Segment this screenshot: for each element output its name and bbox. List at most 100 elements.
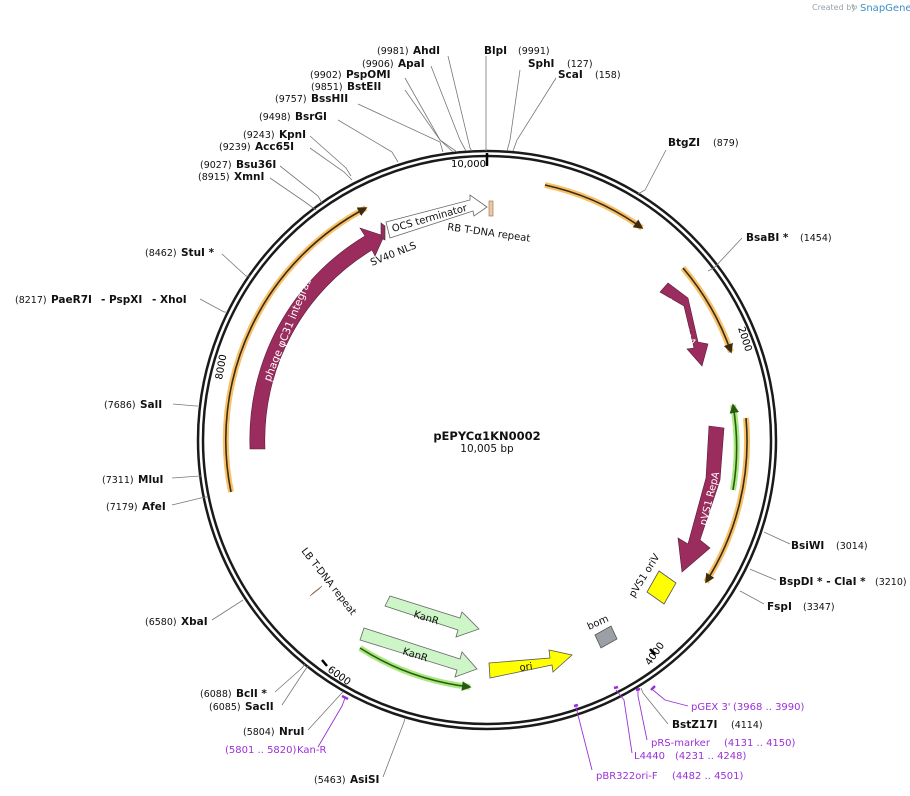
center-label: pEPYCα1KN0002 10,005 bp (433, 429, 540, 455)
leader-line (309, 135, 352, 177)
enzyme-label-fspi[interactable]: FspI (767, 601, 792, 613)
feature-ori[interactable] (488, 649, 573, 679)
enzyme-position: (9906) (362, 59, 394, 70)
feature-label-lb: LB T-DNA repeat (299, 546, 358, 618)
leader-line (404, 77, 458, 153)
primer-labels: (5801 .. 5820) Kan-R pGEX 3' (3968 .. 39… (225, 702, 805, 782)
enzyme-label-bsrgi[interactable]: BsrGI (295, 111, 327, 123)
enzyme-label-sali[interactable]: SalI (140, 399, 162, 411)
primer-range: (3968 .. 3990) (733, 702, 805, 713)
enzyme-position: (4114) (731, 720, 763, 731)
enzyme-position: (9757) (275, 94, 307, 105)
enzyme-lines (171, 55, 791, 778)
primer-mark (613, 685, 619, 690)
feature-label-rb: RB T-DNA repeat (447, 222, 531, 245)
enzyme-label-bcli[interactable]: BclI * (236, 688, 267, 700)
snapgene-logo-icon: ↻ (851, 3, 858, 12)
primer-label-prs-marker[interactable]: pRS-marker (651, 738, 711, 749)
enzyme-position: (9851) (311, 82, 343, 93)
primer-mark (341, 694, 349, 701)
leader-line (221, 253, 250, 277)
primer-line (575, 706, 593, 771)
tick-label: 10,000 (451, 159, 486, 170)
enzyme-label-bsiwi[interactable]: BsiWI (791, 540, 824, 552)
orf-arc-green-line (359, 647, 472, 691)
orf-arc-green-line (729, 403, 740, 491)
leader-line (512, 77, 557, 152)
orf-arc (544, 182, 644, 231)
enzyme-label-pspomi[interactable]: PspOMI (346, 69, 391, 81)
enzyme-label-bspdi-clai[interactable]: BspDI * - ClaI * (779, 576, 866, 588)
leader-line (637, 149, 667, 195)
primer-lines (317, 685, 689, 771)
enzyme-position: (9027) (200, 160, 232, 171)
enzyme-label-xmni[interactable]: XmnI (234, 171, 264, 183)
feature-pvs1-repa[interactable] (677, 425, 725, 573)
primer-mark (650, 685, 656, 691)
enzyme-label-asisi[interactable]: AsiSI (350, 774, 379, 786)
primer-label-pbr322ori-f[interactable]: pBR322ori-F (596, 771, 658, 782)
enzyme-label-bsabi[interactable]: BsaBI * (746, 232, 789, 244)
plasmid-name: pEPYCα1KN0002 (433, 429, 540, 443)
leader-line (382, 717, 406, 778)
enzyme-label-nrui[interactable]: NruI (279, 726, 304, 738)
enzyme-position: (1454) (800, 233, 832, 244)
leader-line (640, 687, 669, 725)
enzyme-label-paer7i[interactable]: PaeR7I (51, 294, 92, 306)
enzyme-label-btgzi[interactable]: BtgZI (668, 137, 700, 149)
enzyme-position: (7311) (102, 475, 134, 486)
enzyme-label-bstz17i[interactable]: BstZ17I (672, 719, 717, 731)
enzyme-position: (3347) (803, 602, 835, 613)
feature-pvs1-oriv[interactable] (646, 570, 677, 605)
feature-rb-repeat[interactable] (488, 200, 494, 217)
enzyme-label-bsu36i[interactable]: Bsu36I (236, 159, 276, 171)
enzyme-label-acc65i[interactable]: Acc65I (255, 141, 294, 153)
feature-bom[interactable] (594, 625, 618, 649)
feature-pvs1-staa[interactable] (659, 282, 709, 367)
feature-lb-repeat[interactable] (309, 585, 323, 597)
feature-sv40-nls[interactable] (380, 222, 386, 241)
enzyme-label-blpi[interactable]: BlpI (484, 45, 507, 57)
primer-line (317, 697, 346, 748)
primer-label-kan-r[interactable]: Kan-R (297, 745, 326, 756)
primer-label-pgex3[interactable]: pGEX 3' (691, 702, 731, 713)
tick-label: 8000 (214, 354, 229, 381)
enzyme-label-apai[interactable]: ApaI (398, 58, 425, 70)
enzyme-label-mlui[interactable]: MluI (138, 474, 163, 486)
enzyme-label-bsshii[interactable]: BssHII (311, 93, 348, 105)
enzyme-label-afei[interactable]: AfeI (142, 501, 166, 513)
enzyme-label-pspxi[interactable]: - PspXI (101, 294, 142, 306)
feature-kanr[interactable] (359, 627, 478, 678)
leader-line (357, 103, 444, 153)
leader-line (171, 475, 202, 479)
enzyme-position: (3014) (836, 541, 868, 552)
enzyme-position: (8915) (198, 172, 230, 183)
feature-kanr[interactable] (384, 595, 480, 638)
enzyme-position: (9991) (518, 46, 550, 57)
enzyme-label-scai[interactable]: ScaI (558, 69, 583, 81)
primer-line (652, 689, 689, 707)
leader-line (309, 147, 353, 181)
enzyme-position: (9243) (243, 130, 275, 141)
leader-line (749, 568, 777, 581)
enzyme-label-ahdi[interactable]: AhdI (413, 45, 440, 57)
enzyme-label-xbai[interactable]: XbaI (181, 616, 208, 628)
enzyme-label-kpni[interactable]: KpnI (279, 129, 306, 141)
leader-line (739, 590, 765, 605)
enzyme-label-sacii[interactable]: SacII (245, 701, 274, 713)
primer-label-l4440[interactable]: L4440 (634, 751, 665, 762)
credit-brand: SnapGene (860, 3, 910, 14)
leader-line (307, 691, 344, 731)
enzyme-label-xhoi[interactable]: - XhoI (152, 294, 187, 306)
enzyme-label-bsteii[interactable]: BstEII (347, 81, 381, 93)
leader-line (337, 119, 399, 163)
orf-arc-line (682, 267, 733, 354)
enzyme-label-sphi[interactable]: SphI (528, 58, 554, 70)
orf-arcs (222, 182, 751, 691)
enzyme-label-stui[interactable]: StuI * (181, 247, 215, 259)
leader-line (707, 237, 743, 272)
feature-integrase[interactable] (249, 227, 385, 450)
feature-ocs-terminator[interactable] (385, 194, 488, 239)
enzyme-labels: (9981) AhdI BlpI (9991) (9906) ApaI SphI… (15, 45, 907, 786)
